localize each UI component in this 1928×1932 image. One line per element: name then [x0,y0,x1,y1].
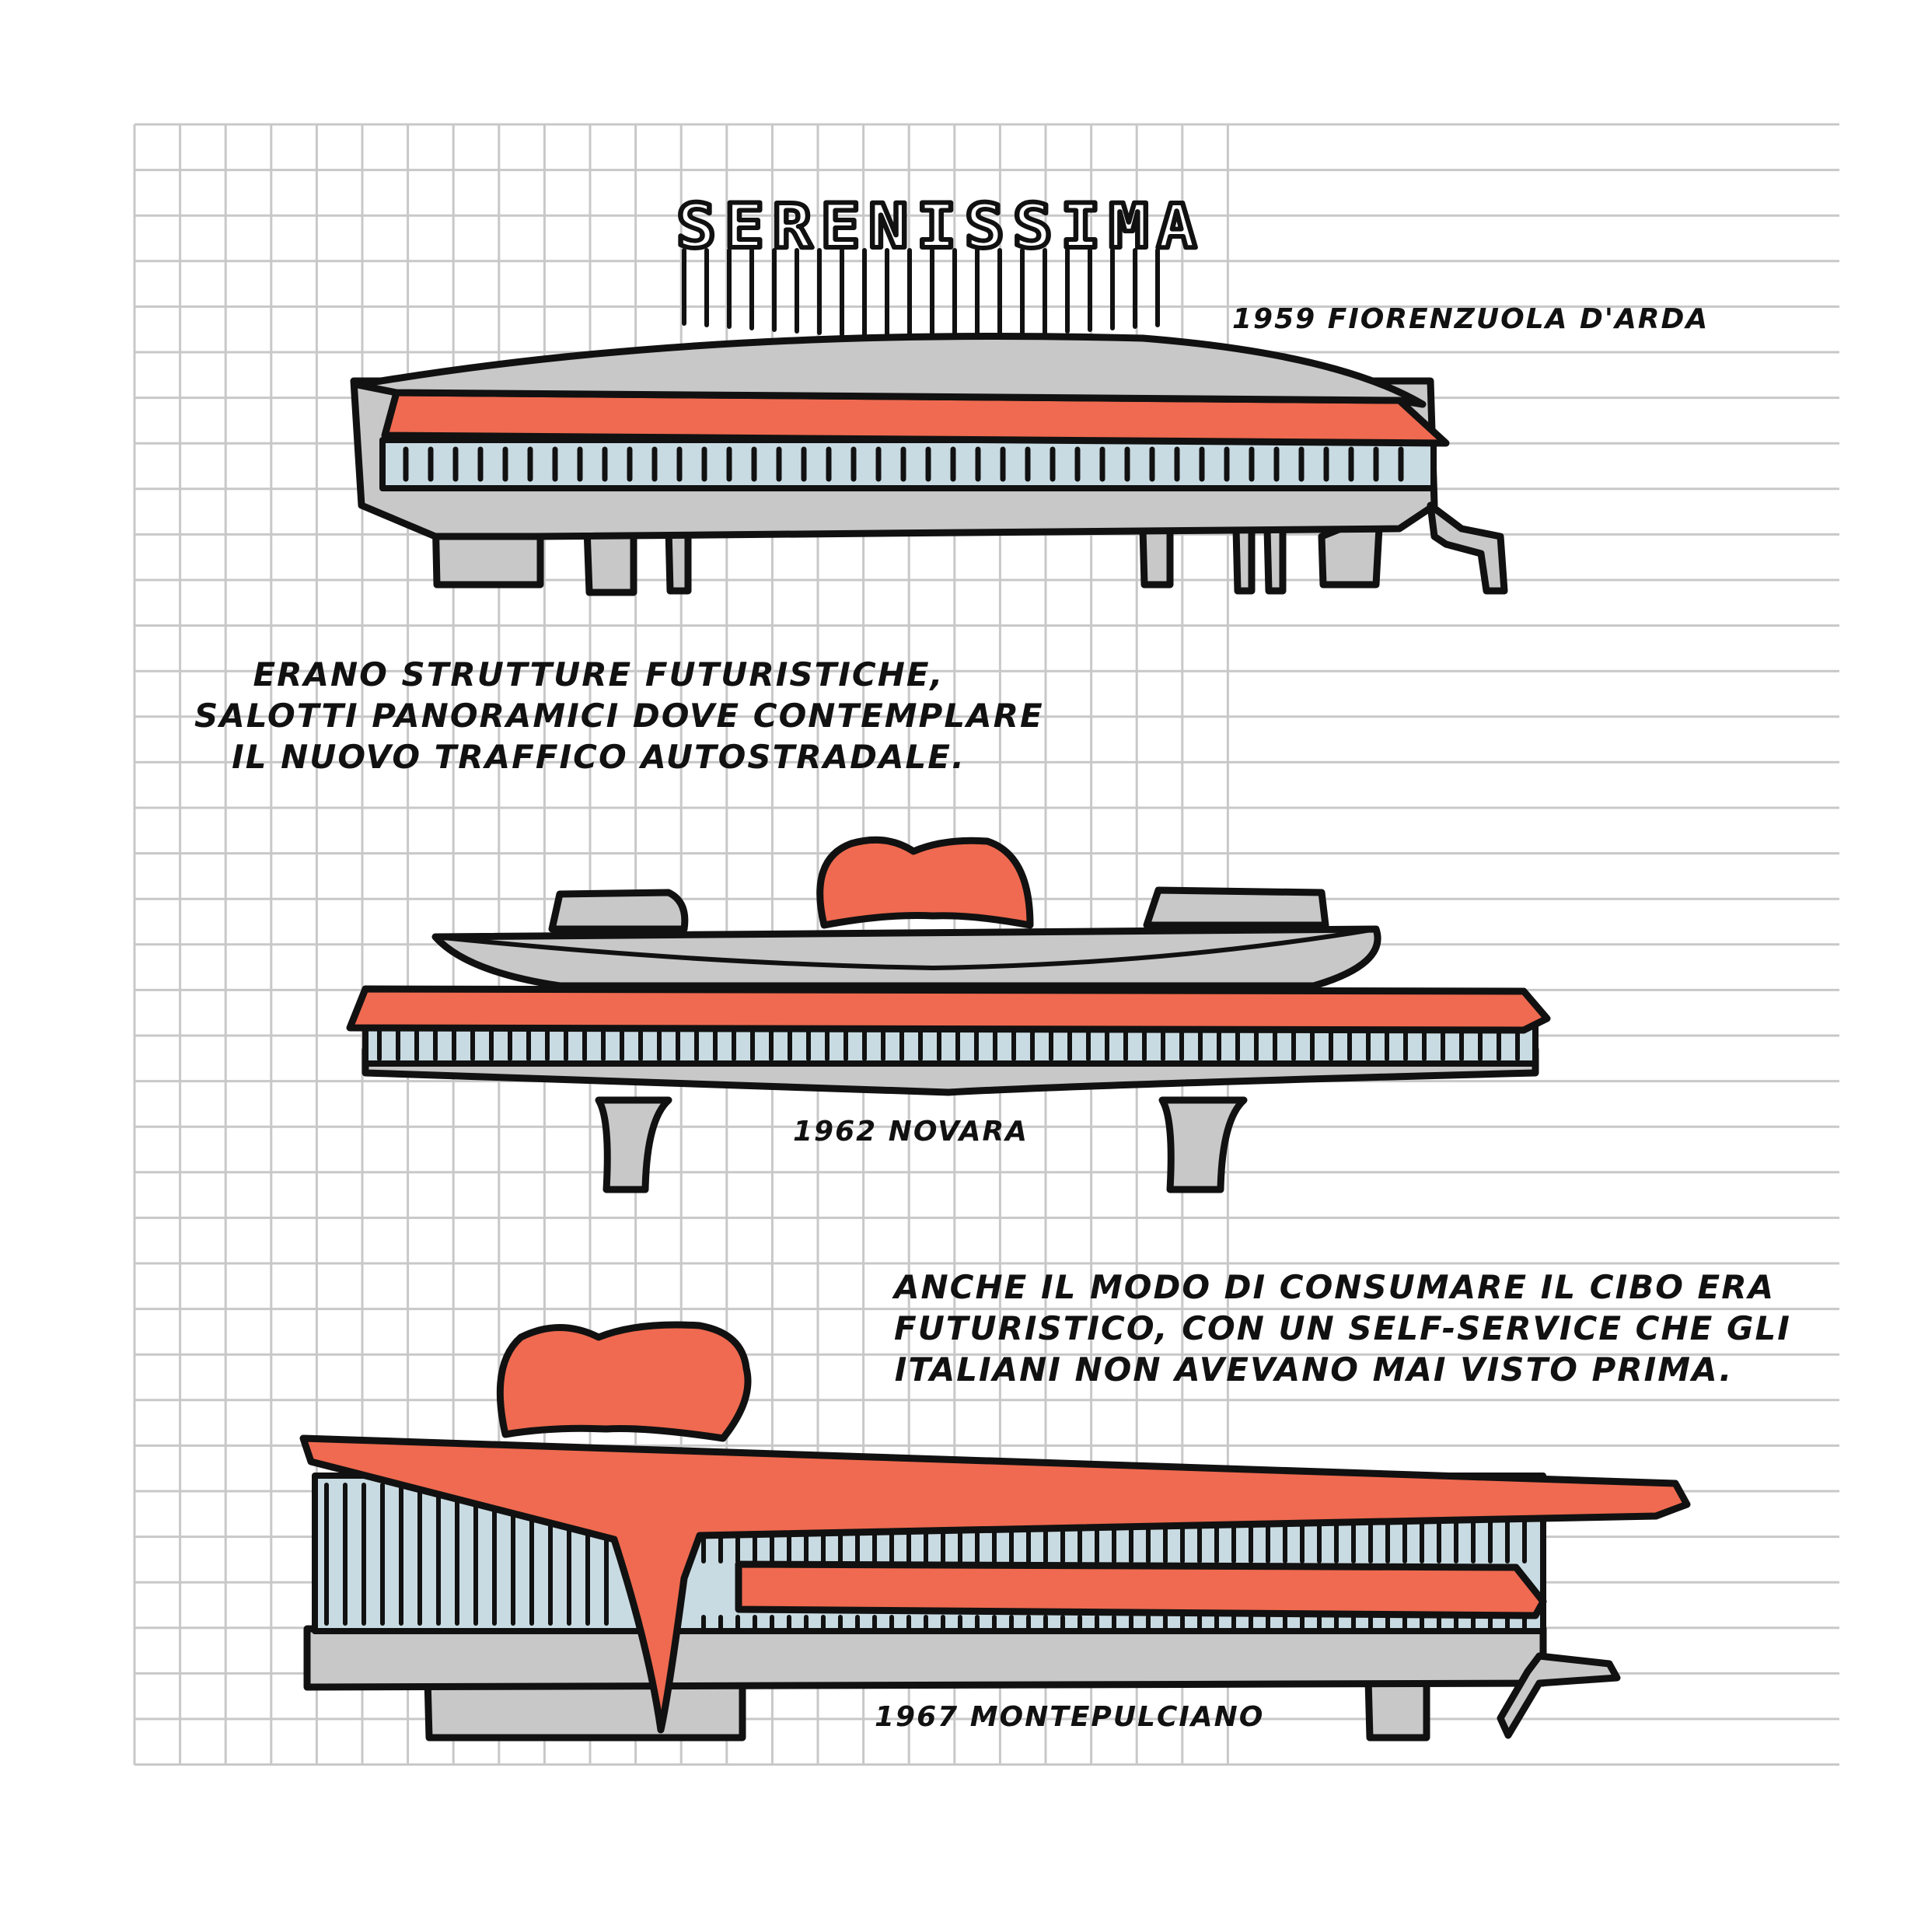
building-base [303,1625,1547,1691]
sign-letters: SERENISSIMA [676,192,1205,262]
window-mullions [403,446,1404,482]
roof [354,333,1427,408]
window-mullions [324,1483,1527,1630]
caption-1959: 1959 FIORENZUOLA D'ARDA [1232,303,1710,335]
caption-1967: 1967 MONTEPULCIANO [875,1701,1265,1733]
roof-fascia [346,985,1551,1034]
upper-deck-edge [433,927,1378,970]
roof-dome [816,836,1034,929]
narration-self-service: ANCHE IL MODO DI CONSUMARE IL CIBO ERA F… [894,1267,1791,1391]
support-legs [595,1096,1248,1193]
side-ramp [1497,1652,1621,1739]
narration-line: SALOTTI PANORAMICI DOVE CONTEMPLARE [194,696,1044,735]
caption-1962: 1962 NOVARA [793,1116,1029,1148]
building-fiorenzuola: SERENISSIMA [350,190,1508,596]
narration-line: FUTURISTICO, CON UN SELF-SERVICE CHE GLI [894,1308,1791,1347]
narration-line: ERANO STRUTTURE FUTURISTICHE, [253,655,945,693]
building-novara [346,836,1551,1193]
narration-line: ANCHE IL MODO DI CONSUMARE IL CIBO ERA [894,1268,1776,1306]
roof-right-block [1143,886,1329,929]
side-ramp [1427,501,1508,595]
roof-sign: SERENISSIMA [674,190,1205,343]
building-montepulciano [299,1321,1691,1742]
upper-deck [431,925,1381,990]
narration-futuristic-structures: ERANO STRUTTURE FUTURISTICHE, SALOTTI PA… [194,655,1044,778]
lower-canopy [735,1560,1547,1619]
narration-line: IL NUOVO TRAFFICO AUTOSTRADALE. [232,737,966,776]
roof-wing [299,1434,1691,1734]
roof-left-block [548,889,689,933]
window-mullions [377,1029,1520,1061]
sign-posts [682,248,1160,343]
roof-dome [496,1321,752,1442]
narration-line: ITALIANI NON AVEVANO MAI VISTO PRIMA. [894,1350,1734,1389]
